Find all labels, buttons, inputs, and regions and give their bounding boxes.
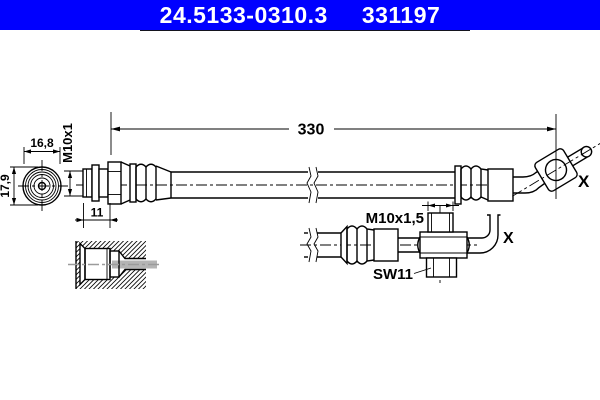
article-number: 331197 bbox=[361, 1, 441, 28]
part-number-header: 24.5133-0310.3 331197 bbox=[0, 0, 600, 30]
dimension-thread-m10x1-5: M10x1,5 bbox=[366, 201, 459, 227]
hose-body bbox=[171, 166, 455, 204]
banjo-fitting: X bbox=[512, 142, 600, 197]
detail-fitting-body bbox=[417, 212, 470, 278]
detail-marker-x-detail: X bbox=[503, 230, 514, 247]
thread-m10x1-5-label: M10x1,5 bbox=[366, 210, 424, 227]
thread-m10x1-label: M10x1 bbox=[60, 123, 75, 163]
detail-elbow-pipe bbox=[467, 214, 501, 254]
bracket-section-detail bbox=[68, 241, 160, 289]
dimension-length-330: 330 bbox=[110, 112, 557, 199]
left-fitting-front-view bbox=[22, 166, 62, 206]
technical-drawing: 16,8 17,9 M10x1 bbox=[0, 112, 600, 289]
dimension-length-11: 11 bbox=[75, 203, 118, 228]
left-fitting-side-view bbox=[82, 161, 172, 205]
dim-11-label: 11 bbox=[91, 206, 104, 220]
right-crimp-collar bbox=[454, 165, 549, 205]
catalog-number: 24.5133-0310.3 bbox=[159, 1, 328, 28]
sw11-label: SW11 bbox=[373, 266, 413, 283]
detail-hose bbox=[304, 227, 341, 263]
detail-crimp-collar bbox=[340, 224, 421, 266]
wrench-size-callout: SW11 bbox=[373, 266, 432, 283]
dim-17-9-label: 17,9 bbox=[0, 174, 12, 198]
header-underline bbox=[140, 30, 470, 31]
dimension-thread-m10x1: M10x1 bbox=[60, 123, 85, 197]
dimension-height-17-9: 17,9 bbox=[0, 166, 38, 206]
dim-16-8-label: 16,8 bbox=[30, 136, 54, 150]
detail-marker-x-main: X bbox=[578, 172, 590, 191]
detail-view-x: M10x1,5 SW11 X bbox=[304, 201, 514, 283]
dimension-width-16-8: 16,8 bbox=[23, 136, 61, 164]
dim-330-label: 330 bbox=[298, 122, 325, 139]
